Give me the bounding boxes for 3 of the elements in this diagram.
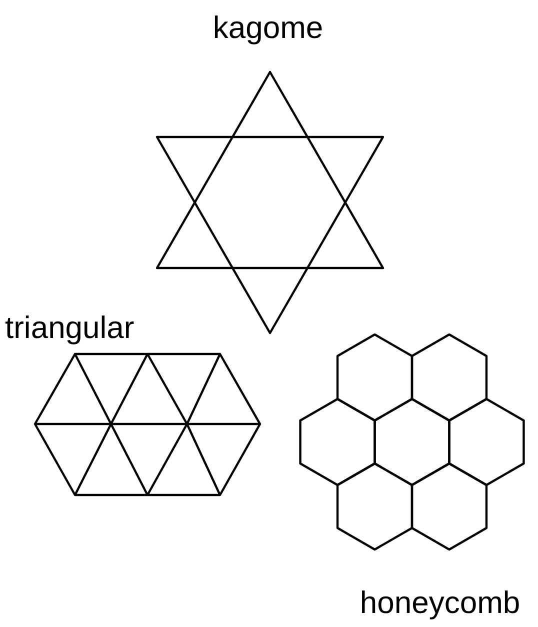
lattice-label: honeycomb <box>360 587 520 618</box>
lattice-label: triangular <box>5 312 134 343</box>
lattice-label: kagome <box>212 12 324 43</box>
